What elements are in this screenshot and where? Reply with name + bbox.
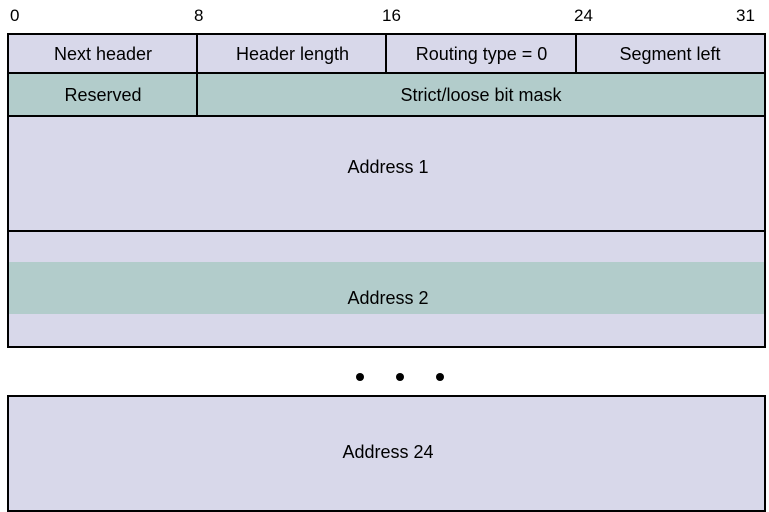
bit-mask-label: Strict/loose bit mask xyxy=(400,84,562,105)
bit-tick-31: 31 xyxy=(736,6,755,25)
address-1-label: Address 1 xyxy=(347,157,429,177)
divider-bit-24 xyxy=(575,33,577,74)
ellipsis-dot xyxy=(396,373,404,381)
address-2-label: Address 2 xyxy=(347,288,429,308)
bit-tick-0: 0 xyxy=(10,6,20,25)
header-length-label: Header length xyxy=(235,43,350,64)
reserved-field: Reserved xyxy=(8,74,198,116)
divider-bit-16 xyxy=(385,33,387,74)
left-border xyxy=(7,33,9,348)
ellipsis-dot xyxy=(436,373,444,381)
next-header-label: Next header xyxy=(53,43,153,64)
bottom-border xyxy=(8,346,766,348)
row1-divider xyxy=(8,72,766,74)
address-24-field xyxy=(7,395,766,512)
segment-left-label: Segment left xyxy=(619,43,721,64)
bit-tick-24: 24 xyxy=(574,6,593,25)
right-border xyxy=(764,33,766,348)
address-2-band xyxy=(8,262,764,314)
row2-divider xyxy=(8,115,766,117)
routing-type-field: Routing type = 0 xyxy=(387,34,576,74)
divider-bit-8 xyxy=(196,33,198,117)
address-24-label: Address 24 xyxy=(342,442,434,462)
top-border xyxy=(8,33,766,35)
address-1-field xyxy=(8,116,764,232)
ellipsis-dot xyxy=(356,373,364,381)
routing-type-label: Routing type = 0 xyxy=(415,43,548,64)
bit-tick-16: 16 xyxy=(382,6,401,25)
bit-tick-8: 8 xyxy=(194,6,204,25)
address-divider xyxy=(8,230,766,232)
reserved-label: Reserved xyxy=(64,84,142,105)
bit-mask-field: Strict/loose bit mask xyxy=(198,74,764,116)
next-header-field: Next header xyxy=(8,34,198,74)
header-length-field: Header length xyxy=(198,34,387,74)
segment-left-field: Segment left xyxy=(576,34,764,74)
